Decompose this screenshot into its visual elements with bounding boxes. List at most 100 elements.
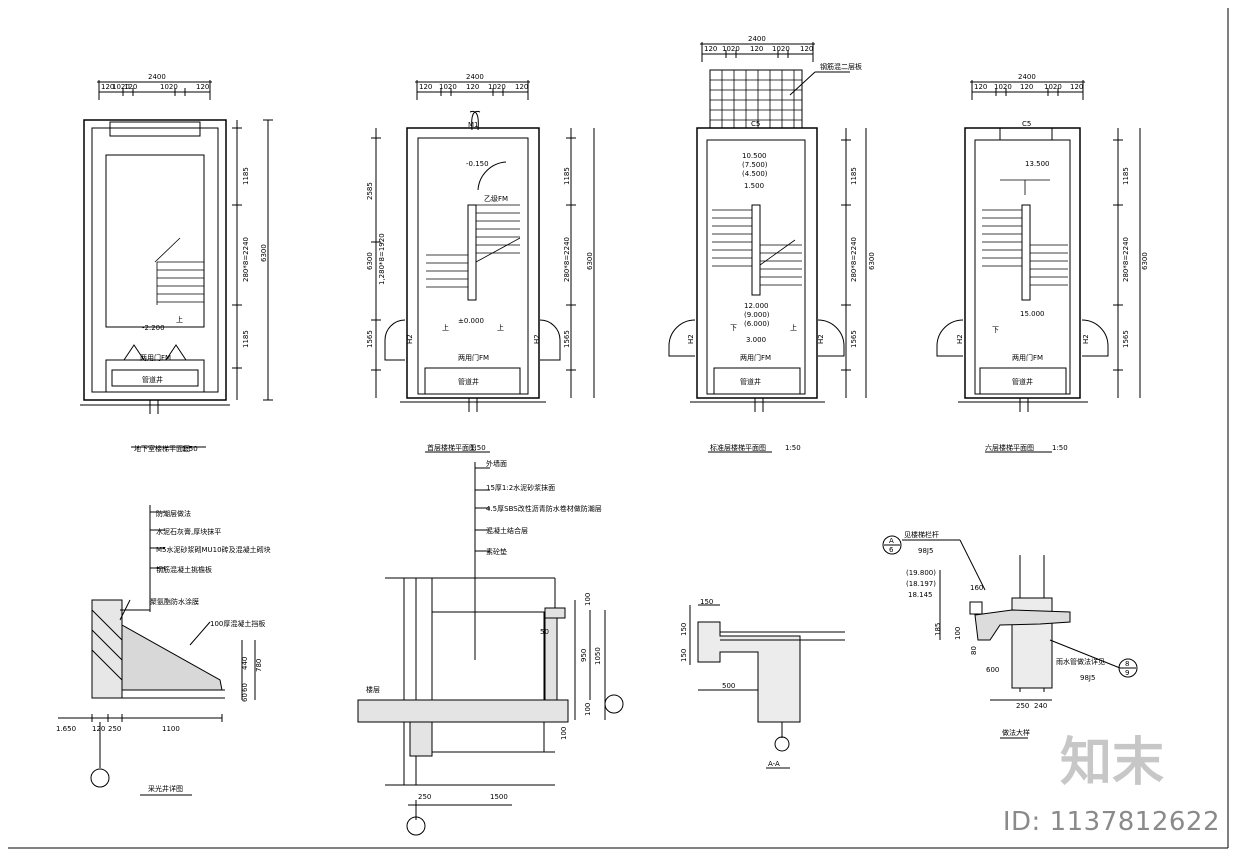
p3-roof-note: 钢筋混二层板: [820, 62, 862, 71]
p1-title: 地下室楼梯平面图: [134, 444, 190, 453]
p1-left-2: 280*8=2240: [242, 237, 250, 282]
p4-scale: 1:50: [1052, 444, 1068, 452]
p4-door: 两用门FM: [1012, 353, 1043, 362]
p3-dim-1: 120: [704, 45, 717, 53]
p2-h-right: H2: [533, 334, 541, 344]
d4-dim-5: 600: [986, 666, 999, 674]
p3-right-1: 1185: [850, 167, 858, 185]
p2-level-1: -0.150: [466, 160, 489, 168]
d1-dim-2: 250: [108, 725, 121, 733]
d2-note-4: 混凝土结合层: [486, 526, 528, 535]
d4-level-2: (18.197): [906, 580, 936, 588]
p2-door-label: M1: [468, 121, 479, 129]
p3-top-label: C5: [751, 120, 760, 128]
p3-title: 标准层楼梯平面图: [710, 443, 766, 452]
p3-dim-5: 120: [800, 45, 813, 53]
p3-arrow-1: 下: [730, 324, 737, 332]
p1-scale: 1:50: [182, 445, 198, 453]
d4-ref2-note: 雨水管做法详见: [1056, 657, 1105, 666]
d1-title: 采光井详图: [148, 784, 183, 793]
p1-room: 管道井: [142, 375, 163, 384]
p4-dim-3: 120: [1020, 83, 1033, 91]
p1-left-1: 1185: [242, 167, 250, 185]
d3-dim-3: 150: [680, 649, 688, 662]
p2-door: 两用门FM: [458, 353, 489, 362]
p3-level-top-4: 1.500: [744, 182, 764, 190]
p4-width: 2400: [1018, 73, 1036, 81]
p3-arrow-2: 上: [790, 323, 797, 332]
p1-arrow: 上: [176, 315, 183, 324]
p1-dim-3: 120: [124, 83, 137, 91]
p4-title: 六层楼梯平面图: [985, 443, 1034, 452]
p3-right-2: 280*8=2240: [850, 237, 858, 282]
p3-width: 2400: [748, 35, 766, 43]
p4-level-1: 13.500: [1025, 160, 1050, 168]
d3-dim-4: 500: [722, 682, 735, 690]
p3-level-top-1: 10.500: [742, 152, 767, 160]
p3-h-left: H2: [687, 334, 695, 344]
d2-note-5: 素砼垫: [486, 547, 507, 556]
p3-h-right: H2: [817, 334, 825, 344]
p2-dim-3: 120: [466, 83, 479, 91]
d2-dim-7: 100: [584, 703, 592, 716]
p1-width: 2400: [148, 73, 166, 81]
plan-basement: [80, 80, 273, 448]
d1-note-1: 防潮层做法: [156, 509, 191, 518]
p4-h-right: H2: [1082, 334, 1090, 344]
d4-ref1-note: 见楼梯栏杆: [904, 530, 939, 539]
p4-total: 6300: [1141, 252, 1149, 270]
p2-left-1: 2585: [366, 182, 374, 200]
d2-dim-1: 250: [418, 793, 431, 801]
p2-level-2: ±0.000: [458, 317, 484, 325]
p2-width: 2400: [466, 73, 484, 81]
p3-dim-4: 1020: [772, 45, 790, 53]
p4-top-label: C5: [1022, 120, 1031, 128]
d1-dim-6: 60: [241, 683, 249, 692]
p2-room: 管道井: [458, 377, 479, 386]
p3-total: 6300: [868, 252, 876, 270]
plan-standard: [668, 42, 867, 453]
d1-note-3: M5水泥砂浆砌MU10砖及混凝土砌块: [156, 545, 271, 554]
d1-note-4: 钢筋混凝土挑檐板: [156, 565, 212, 574]
d4-level-1: (19.800): [906, 569, 936, 577]
p4-dim-4: 1020: [1044, 83, 1062, 91]
p2-left-3: 1565: [366, 330, 374, 348]
d4-title: 做法大样: [1002, 728, 1030, 737]
p4-room: 管道井: [1012, 377, 1033, 386]
d2-note-1: 外墙面: [486, 459, 507, 468]
p2-right-2: 280*8=2240: [563, 237, 571, 282]
d3-title: A-A: [768, 760, 780, 768]
p2-title: 首层楼梯平面图: [427, 443, 476, 452]
watermark-brand: 知末: [1059, 733, 1164, 793]
plan-sixth: [936, 80, 1141, 453]
p2-scale: 1:50: [470, 444, 486, 452]
p3-dim-3: 120: [750, 45, 763, 53]
p1-dim-1: 120: [101, 83, 114, 91]
d4-dim-6: 250: [1016, 702, 1029, 710]
p3-right-3: 1565: [850, 330, 858, 348]
p1-total: 6300: [260, 244, 268, 262]
p2-door-fm: 乙级FM: [484, 194, 508, 203]
p4-right-1: 1185: [1122, 167, 1130, 185]
d4-ref2: 8: [1125, 660, 1129, 668]
p3-door: 两用门FM: [740, 353, 771, 362]
p4-arrow: 下: [992, 326, 999, 334]
d4-ref2b: 9: [1125, 669, 1129, 677]
d2-note-2: 15厚1:2水泥砂浆抹面: [486, 483, 555, 492]
p3-room: 管道井: [740, 377, 761, 386]
d2-dim-5: 50: [540, 628, 549, 636]
p3-scale: 1:50: [785, 444, 801, 452]
p2-left-2: 1,280*8=1920: [378, 233, 386, 285]
p3-dim-2: 1020: [722, 45, 740, 53]
d1-dim-5: 780: [255, 659, 263, 672]
plan-ground: [371, 80, 595, 453]
d3-dim-2: 150: [680, 623, 688, 636]
p2-right-1: 1185: [563, 167, 571, 185]
d2-dim-8: 100: [560, 727, 568, 740]
d1-dim-3: 1100: [162, 725, 180, 733]
d1-label-1: 聚氨酯防水涂膜: [150, 597, 199, 606]
d4-level-3: 18.145: [908, 591, 933, 599]
p4-dim-5: 120: [1070, 83, 1083, 91]
p4-right-2: 280*8=2240: [1122, 237, 1130, 282]
